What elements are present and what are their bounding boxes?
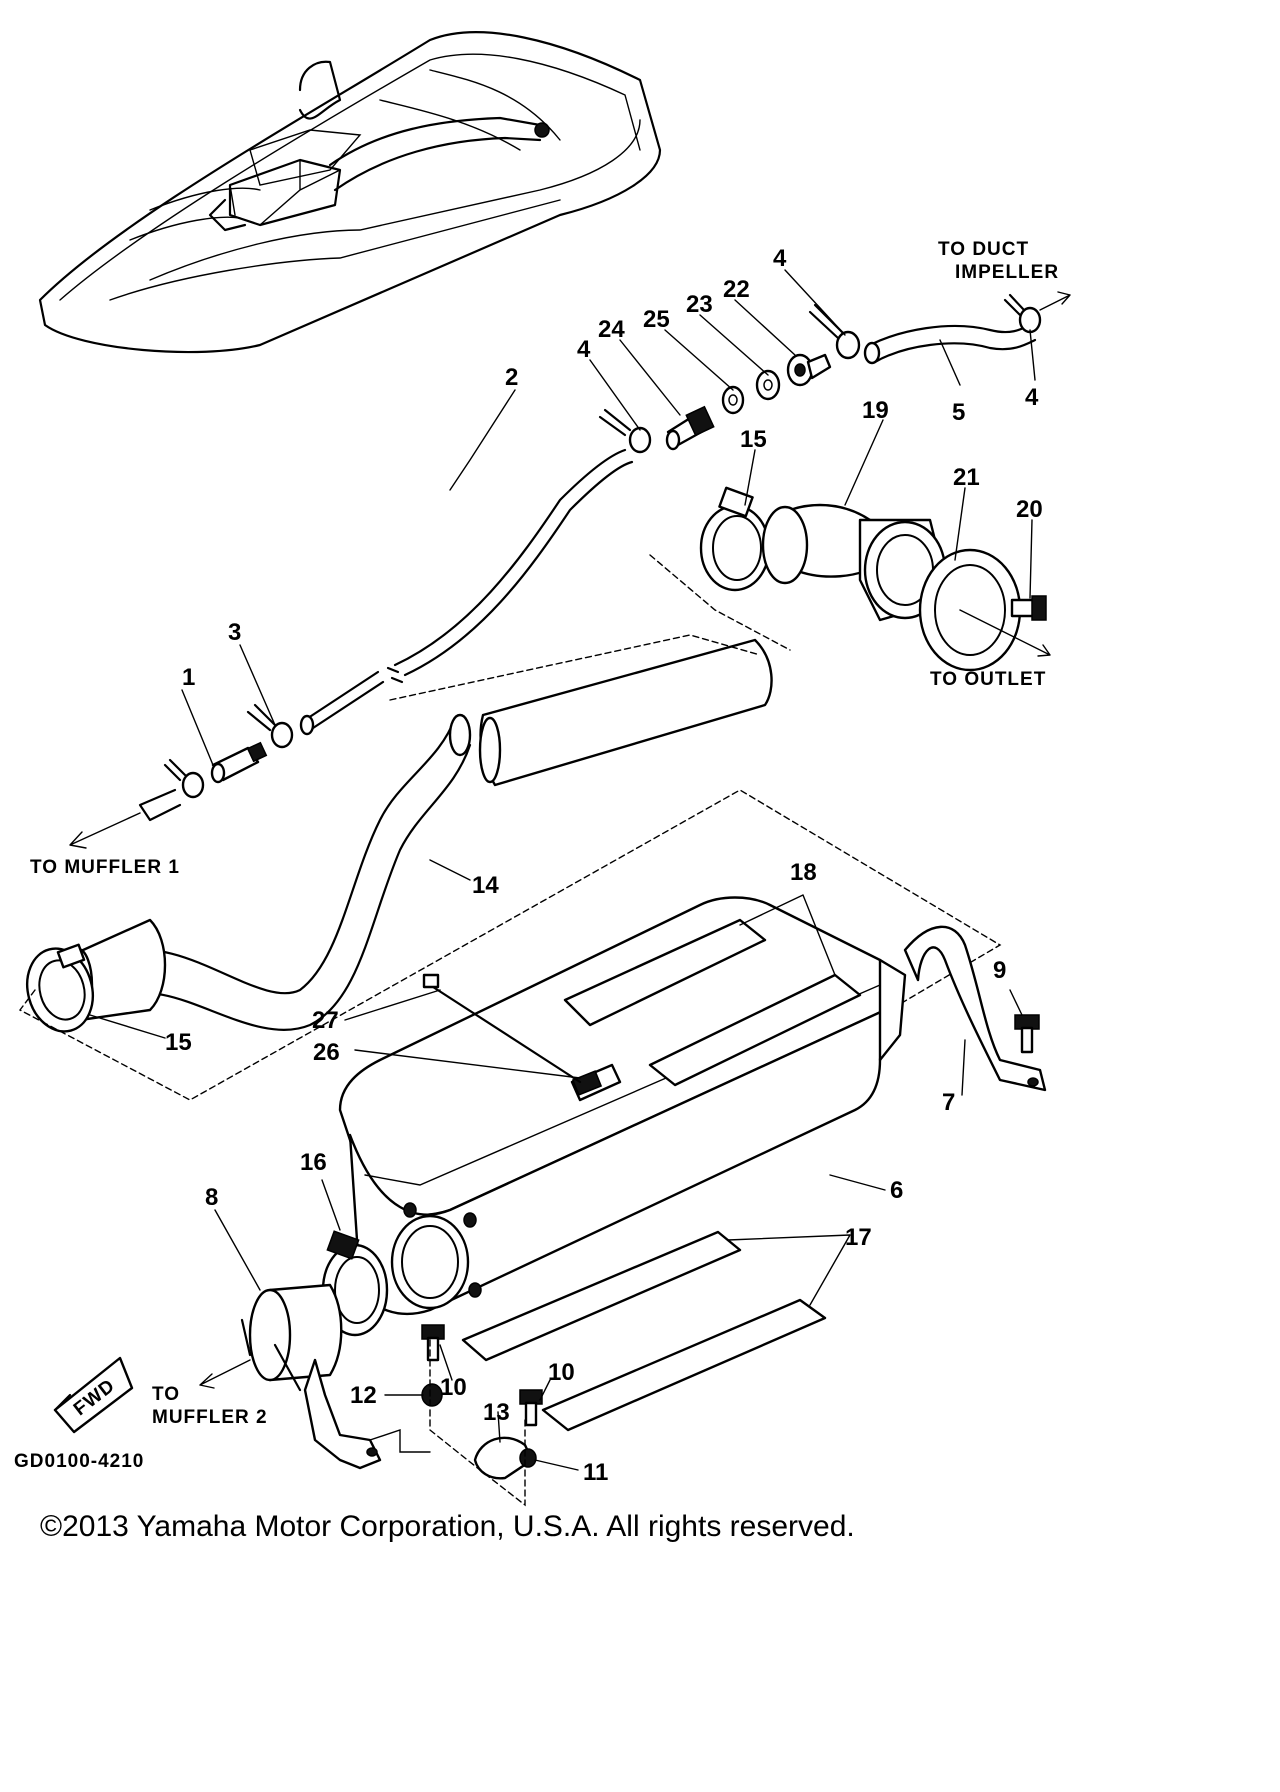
callout-12: 12 [350, 1382, 377, 1409]
note-to-outlet: TO OUTLET [930, 669, 1046, 690]
callout-15-upper: 15 [740, 426, 767, 453]
mount-bracket [303, 1358, 431, 1470]
watercraft-overview [38, 31, 662, 354]
callout-8: 8 [205, 1184, 218, 1211]
assembly-line-bracket [429, 1339, 526, 1507]
hose-clamp [163, 758, 205, 799]
bolt-9 [1014, 1014, 1040, 1054]
hose-to-muffler-1 [138, 788, 182, 822]
note-to-muffler-2-line1: TO [152, 1384, 180, 1405]
grommet-12 [421, 1383, 443, 1407]
arrow-to-muffler-2 [199, 1359, 251, 1389]
callout-6: 6 [890, 1177, 903, 1204]
washer-25 [721, 385, 745, 415]
arrow-to-muffler-1 [69, 812, 141, 849]
note-to-muffler-1: TO MUFFLER 1 [30, 857, 180, 878]
callout-7: 7 [942, 1089, 955, 1116]
hose-clamp-3 [246, 703, 294, 749]
exhaust-pipe-14 [62, 638, 773, 1031]
callout-9: 9 [993, 957, 1006, 984]
callout-18: 18 [790, 859, 817, 886]
callout-20: 20 [1016, 496, 1043, 523]
note-impeller: IMPELLER [955, 262, 1059, 283]
callout-3: 3 [228, 619, 241, 646]
arrow-to-outlet [959, 609, 1051, 657]
callout-19: 19 [862, 397, 889, 424]
clamp-13 [473, 1436, 537, 1480]
muffler-6 [338, 896, 907, 1315]
bracket-7 [903, 925, 1047, 1092]
assembly-line-pipe [18, 789, 1002, 1176]
assembly-line-hose [389, 634, 761, 701]
callout-2: 2 [505, 364, 518, 391]
fwd-arrow-icon: FWD [53, 1356, 134, 1434]
plate-17 [461, 1230, 827, 1432]
callout-17: 17 [845, 1224, 872, 1251]
callout-13: 13 [483, 1399, 510, 1426]
callout-4-middle: 4 [773, 245, 787, 272]
callout-11: 11 [583, 1459, 608, 1486]
bolt-10-right [519, 1389, 543, 1427]
bolt-20 [1010, 595, 1047, 621]
gasket-21 [918, 548, 1022, 672]
clamp-4-left [598, 408, 652, 454]
note-to-duct: TO DUCT [938, 239, 1029, 260]
notes: TO DUCT IMPELLER TO OUTLET TO MUFFLER 1 … [14, 239, 1059, 1472]
assembly-line-elbow [649, 554, 791, 651]
figure-code: GD0100-4210 [14, 1451, 144, 1472]
note-to-muffler-2-line2: MUFFLER 2 [152, 1407, 268, 1428]
callout-25: 25 [643, 306, 670, 333]
leader-lines [89, 269, 1036, 1471]
hose-2 [299, 448, 634, 736]
callout-15-lower: 15 [165, 1029, 192, 1056]
copyright-notice: ©2013 Yamaha Motor Corporation, U.S.A. A… [40, 1510, 855, 1543]
callout-22: 22 [723, 276, 750, 303]
callout-14: 14 [472, 872, 499, 899]
callout-4-left: 4 [577, 336, 591, 363]
callout-10-right: 10 [548, 1359, 575, 1386]
joint-8 [240, 1283, 343, 1392]
callout-labels: 1 3 2 4 24 25 23 22 4 5 4 19 15 21 20 14… [165, 245, 1043, 1486]
hose-5 [863, 323, 1037, 365]
callout-4-right: 4 [1025, 384, 1039, 411]
hose-clamp-15-lower [26, 943, 94, 1033]
callout-24: 24 [598, 316, 625, 343]
fitting-22 [786, 353, 832, 387]
callout-26: 26 [313, 1039, 340, 1066]
clamp-4-middle [808, 303, 861, 360]
callout-27: 27 [312, 1007, 339, 1034]
callout-1: 1 [182, 664, 195, 691]
arrow-to-duct-impeller [1039, 291, 1071, 311]
washer-23 [755, 369, 781, 401]
clamp-4-right [1003, 293, 1042, 334]
callout-5: 5 [952, 399, 965, 426]
fitting-24 [665, 405, 715, 451]
callout-23: 23 [686, 291, 713, 318]
fitting-1 [210, 741, 268, 784]
callout-16: 16 [300, 1149, 327, 1176]
callout-10-left: 10 [440, 1374, 467, 1401]
clamp-15-upper [699, 486, 771, 592]
callout-21: 21 [953, 464, 980, 491]
bolt-10-left [421, 1324, 445, 1362]
